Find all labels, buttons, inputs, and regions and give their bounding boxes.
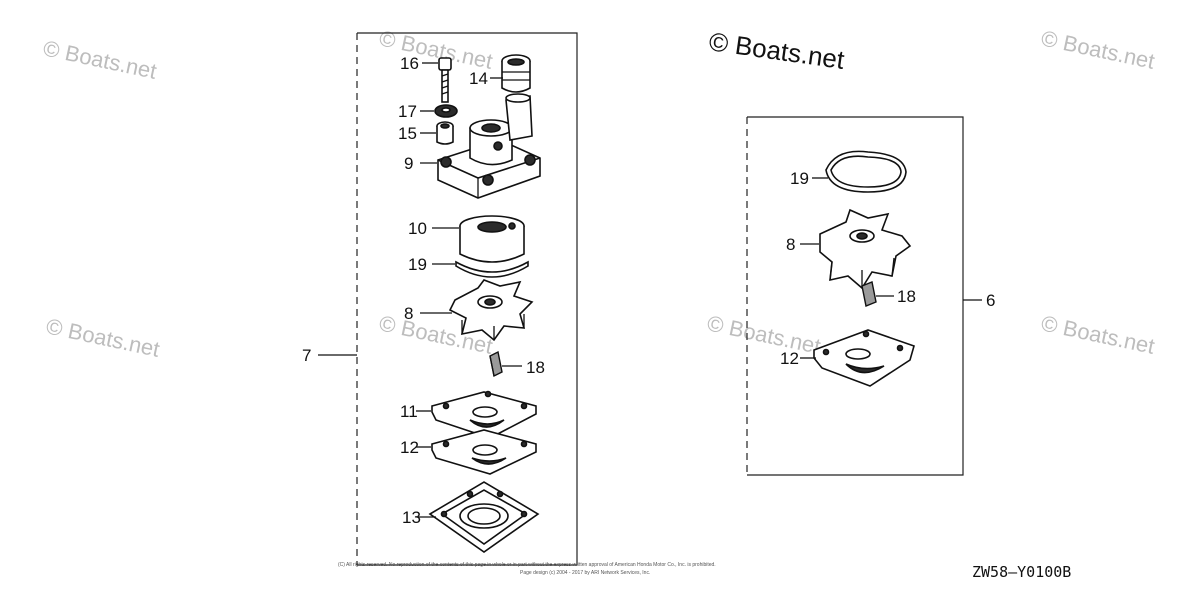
part-18-key-right [861,281,877,307]
part-17-washer [434,104,458,118]
part-9-pump-housing [437,93,541,199]
right-assembly-frame [747,116,964,476]
callout-8-left: 8 [404,304,413,323]
watermark-top-left: © Boats.net [41,35,159,83]
callout-11: 11 [400,402,418,421]
callout-15: 15 [398,124,417,143]
part-12-gasket-plate [431,429,537,475]
part-8-impeller [448,279,534,342]
part-11-plate [431,390,537,439]
left-assembly: 7 16 14 17 [302,32,578,566]
footer-design-credit: Page design (c) 2004 - 2017 by ARI Netwo… [520,570,650,576]
watermark-main: © Boats.net [707,26,847,75]
callout-12-left: 12 [400,438,419,457]
watermark-mid-left: © Boats.net [44,313,162,361]
callout-18-left: 18 [526,358,545,377]
watermark-mid-right: © Boats.net [1039,310,1157,358]
part-12-plate-right [813,329,915,387]
watermark-center-right: © Boats.net [705,310,823,358]
callout-17: 17 [398,102,417,121]
callout-16: 16 [400,54,419,73]
callout-19-left: 19 [408,255,427,274]
callout-12-right: 12 [780,349,799,368]
part-10-liner [459,215,525,263]
callout-7: 7 [302,346,311,365]
part-19-gasket-ring-right [825,150,907,193]
callout-6: 6 [986,291,995,310]
callout-13: 13 [402,508,421,527]
footer-copyright: (C) All rights reserved. No reproduction… [338,562,716,568]
callout-10: 10 [408,219,427,238]
part-16-bolt [438,57,452,103]
part-19-gasket-ring [455,260,529,278]
callout-18-right: 18 [897,287,916,306]
part-18-key [489,350,503,378]
callout-8-right: 8 [786,235,795,254]
callout-14: 14 [469,69,488,88]
part-13-base-gasket [428,481,540,553]
callout-19-right: 19 [790,169,809,188]
diagram-code: ZW58—Y0100B [972,563,1071,581]
right-assembly: 6 19 8 18 [746,116,995,476]
part-8-impeller-right [819,208,912,290]
watermark-top-right: © Boats.net [1039,25,1157,73]
callout-9: 9 [404,154,413,173]
left-assembly-frame [357,32,578,566]
part-15-collar [436,121,454,145]
part-14-grommet [501,54,531,93]
